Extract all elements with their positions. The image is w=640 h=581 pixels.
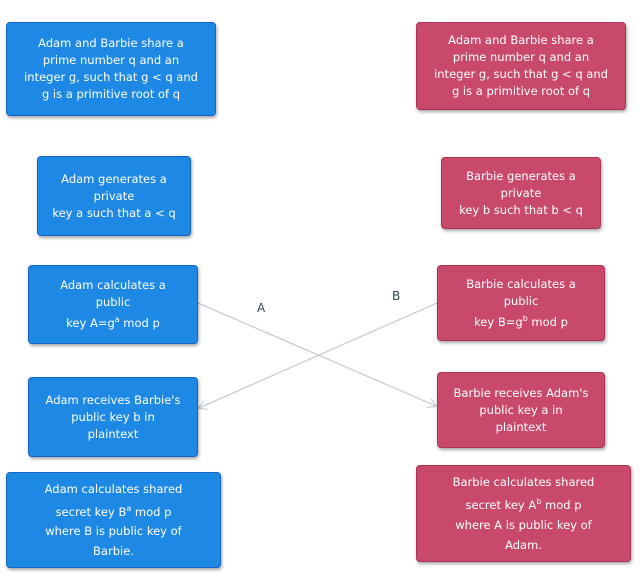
barbie-shared-secret-line3: where A is public key of xyxy=(455,517,592,532)
barbie-receives-box: Barbie receives Adam's public key a in p… xyxy=(437,372,605,448)
adam-shared-secret-prefix: secret key B xyxy=(55,504,127,519)
adam-shared-params-text: Adam and Barbie share a prime number q a… xyxy=(24,36,198,101)
barbie-shared-secret-exponent: b xyxy=(536,497,542,507)
adam-public-key-suffix: mod p xyxy=(119,315,160,330)
barbie-public-key-text: Barbie calculates a public key B=gb mod … xyxy=(466,276,576,331)
barbie-private-key-box: Barbie generates a private key b such th… xyxy=(441,157,601,229)
adam-shared-secret-suffix: mod p xyxy=(131,504,172,519)
barbie-public-key-box: Barbie calculates a public key B=gb mod … xyxy=(437,265,605,341)
barbie-shared-secret-line4: Adam. xyxy=(505,537,542,552)
adam-private-key-box: Adam generates a private key a such that… xyxy=(37,156,191,236)
barbie-private-key-text: Barbie generates a private key b such th… xyxy=(459,168,583,217)
barbie-shared-secret-line1: Barbie calculates shared xyxy=(452,475,595,490)
adam-public-key-box: Adam calculates a public key A=ga mod p xyxy=(28,265,198,344)
barbie-shared-params-text: Adam and Barbie share a prime number q a… xyxy=(434,33,608,98)
barbie-shared-secret-text: Barbie calculates shared secret key Ab m… xyxy=(453,472,595,555)
edge-label-b: B xyxy=(392,289,401,303)
adam-public-key-line2: public xyxy=(95,295,131,310)
adam-shared-secret-formula: secret key Ba mod p xyxy=(45,499,183,522)
adam-shared-secret-line3: where B is public key of xyxy=(45,524,182,539)
adam-shared-secret-line4: Barbie. xyxy=(93,544,134,559)
barbie-shared-params-box: Adam and Barbie share a prime number q a… xyxy=(416,22,626,110)
barbie-receives-text: Barbie receives Adam's public key a in p… xyxy=(453,385,589,434)
adam-receives-box: Adam receives Barbie's public key b in p… xyxy=(28,377,198,457)
adam-public-key-prefix: key A=g xyxy=(66,315,115,330)
barbie-shared-secret-suffix: mod p xyxy=(541,497,582,512)
barbie-public-key-formula: key B=gb mod p xyxy=(466,310,576,331)
adam-public-key-exponent: a xyxy=(114,315,120,325)
barbie-shared-secret-formula: secret key Ab mod p xyxy=(453,492,595,515)
adam-public-key-text: Adam calculates a public key A=ga mod p xyxy=(60,277,166,332)
adam-receives-text: Adam receives Barbie's public key b in p… xyxy=(45,392,181,441)
barbie-public-key-line2: public xyxy=(503,293,539,308)
barbie-shared-secret-prefix: secret key A xyxy=(465,497,537,512)
edge-label-a: A xyxy=(257,301,266,315)
adam-shared-secret-box: Adam calculates shared secret key Ba mod… xyxy=(6,472,221,568)
adam-private-key-text: Adam generates a private key a such that… xyxy=(52,171,176,220)
adam-shared-params-box: Adam and Barbie share a prime number q a… xyxy=(6,22,216,116)
adam-shared-secret-text: Adam calculates shared secret key Ba mod… xyxy=(45,479,183,562)
barbie-public-key-exponent: b xyxy=(522,313,528,323)
adam-public-key-formula: key A=ga mod p xyxy=(60,311,166,332)
adam-public-key-line1: Adam calculates a xyxy=(60,278,166,293)
adam-shared-secret-line1: Adam calculates shared xyxy=(44,481,183,496)
barbie-public-key-suffix: mod p xyxy=(527,314,568,329)
barbie-public-key-prefix: key B=g xyxy=(474,314,523,329)
arrow-b-to-adam xyxy=(199,302,438,408)
adam-shared-secret-exponent: a xyxy=(126,503,132,513)
barbie-shared-secret-box: Barbie calculates shared secret key Ab m… xyxy=(416,465,631,562)
barbie-public-key-line1: Barbie calculates a xyxy=(466,276,576,291)
arrow-a-to-barbie xyxy=(197,302,436,406)
